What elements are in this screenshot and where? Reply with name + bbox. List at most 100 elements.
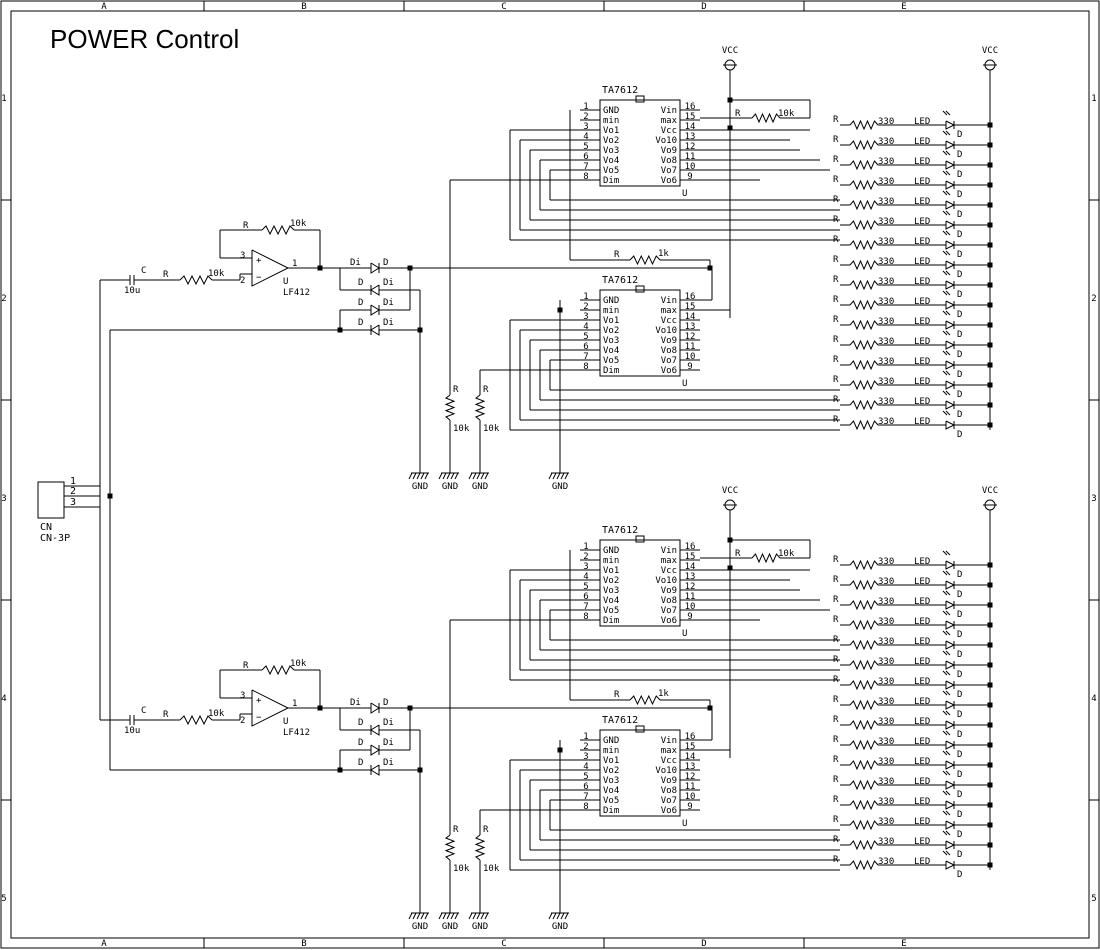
gnd-symbol: GND [438,895,459,932]
led-label: LED [914,617,930,627]
ic-pin-name: max [661,306,678,316]
ic-pin-number: 15 [685,112,696,122]
led-label: LED [914,197,930,207]
ic-pin-number: 1 [583,542,588,552]
gnd-label: GND [552,922,568,932]
ic-pin-name: Vo9 [661,146,677,156]
resistor-ref: R [833,275,839,285]
diode-ref: D [383,698,388,708]
ic-pin-number: 14 [685,562,696,572]
diode [370,304,380,316]
junction-dot [987,122,993,128]
led-icon [942,250,956,270]
page-title: POWER Control [50,24,239,54]
led-icon [942,350,956,370]
resistor-ref: R [833,175,839,185]
diode-ref: D [358,318,363,328]
resistor-value: 330 [878,817,894,827]
junction-dot [987,382,993,388]
resistor-ref: R [163,270,169,280]
ic-pin-name: Vo4 [603,156,619,166]
ic-pin-number: 11 [685,342,696,352]
row-label: 5 [1,894,6,904]
ic-pin-number: 9 [687,612,692,622]
row-label: 5 [1091,894,1096,904]
diode-ref: D [957,650,962,660]
ic-part: TA7612 [602,715,638,726]
ic-pin-number: 6 [583,782,588,792]
junction-dot [987,802,993,808]
ic-body [599,289,681,377]
led-label: LED [914,217,930,227]
resistor-ref: R [833,375,839,385]
ic-pin-name: Vo2 [603,136,619,146]
row-label: 3 [1,494,6,504]
diode-ref: D [957,270,962,280]
diode-ref: D [358,738,363,748]
led-label: LED [914,817,930,827]
column-label: A [101,2,107,12]
diode-ref: D [957,250,962,260]
junction-dot [987,322,993,328]
ic-pin-name: min [603,556,619,566]
ic-pin-name: Dim [603,366,619,376]
diode-ref: D [957,590,962,600]
diode-ref: D [957,430,962,440]
opamp-minus: − [256,713,262,723]
led-label: LED [914,557,930,567]
led-icon [942,630,956,650]
diode [370,284,380,296]
diode [370,702,380,714]
ic-pin-name: Vo8 [661,596,677,606]
ic-pin-number: 12 [685,332,696,342]
gnd-symbol: GND [548,895,569,932]
resistor-ref: R [833,255,839,265]
junction-dot [987,242,993,248]
opamp-ref: U [283,277,288,287]
ic-pin-name: Vo1 [603,316,619,326]
resistor-ref: R [833,155,839,165]
ic-pin-name: max [661,746,678,756]
ic-pin-name: Vin [661,106,677,116]
led-label: LED [914,797,930,807]
vcc-label: VCC [982,486,998,496]
ic-pin-number: 2 [583,552,588,562]
diode-ref: Di [383,318,394,328]
led-label: LED [914,417,930,427]
diode-ref: D [957,570,962,580]
resistor-value: 330 [878,657,894,667]
ic-pin-name: Vo3 [603,586,619,596]
resistor-value: 330 [878,277,894,287]
led-icon [942,850,956,870]
junction-dot [987,222,993,228]
ic-pin-number: 6 [583,592,588,602]
ic-ref: U [682,379,687,389]
junction-dot [727,125,733,131]
diode-ref: D [957,310,962,320]
led-icon [942,770,956,790]
ic-pin-number: 1 [583,102,588,112]
junction-dot [987,762,993,768]
ic-pin-name: Vo3 [603,776,619,786]
diode-ref: D [957,610,962,620]
led-icon [942,330,956,350]
ic-pin-name: Vo5 [603,796,619,806]
led-icon [942,650,956,670]
ic-pin-number: 7 [583,792,588,802]
led-label: LED [914,597,930,607]
junction-dot [987,862,993,868]
resistor-value: 330 [878,597,894,607]
resistor-value: 330 [878,357,894,367]
diode-ref: Di [383,298,394,308]
